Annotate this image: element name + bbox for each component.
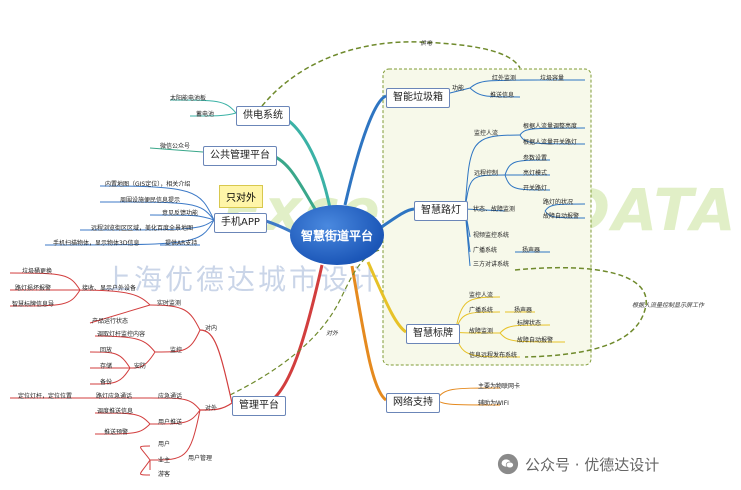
lamp-switch-by-flow: 根据人流量开关路灯 (523, 139, 578, 146)
solar-panel: 太阳能电池板 (170, 95, 207, 102)
receive-display: 接收、显示户外设备 (82, 285, 137, 292)
leaf-lines-power (169, 99, 237, 117)
power-system-node[interactable]: 供电系统 (236, 106, 290, 126)
lamp-params: 参数设置 (523, 155, 548, 162)
label-ai-control: 根据人流量控制显示屏工作 (632, 302, 705, 309)
user-tourist: 游客 (158, 471, 171, 478)
wechat-account: 微信公众号 (160, 143, 191, 150)
sign-speaker: 扬声器 (514, 307, 533, 314)
relation-power-supply (261, 41, 521, 107)
smart-trash-node[interactable]: 智能垃圾箱 (386, 88, 450, 108)
user-push: 用户推送 (158, 419, 183, 426)
branch-sign (366, 261, 407, 334)
external-label: 对外 (205, 405, 218, 412)
realtime-monitoring: 实时监测 (157, 300, 182, 307)
branch-net (350, 265, 388, 402)
footer-credit: 公众号 · 优德达设计 (497, 453, 659, 475)
mobile-app-node[interactable]: 手机APP (214, 213, 267, 233)
mgmt-lines-2 (149, 304, 201, 353)
network-support-node[interactable]: 网络支持 (386, 393, 440, 413)
app-item-panorama: 远程浏览街区区域，美化百度全景地图 (91, 225, 194, 232)
app-item-ar: 提供AR支持 (165, 240, 198, 247)
leaf-lines-app (44, 185, 215, 246)
sign-publish: 信息远程发布系统 (469, 352, 518, 359)
mgmt-lines-4 (89, 335, 156, 385)
sign-fault: 故障监测 (469, 328, 494, 335)
emergency-call: 应急通话 (158, 393, 183, 400)
smart-lamp-node[interactable]: 智慧路灯 (414, 201, 468, 221)
lamp-speaker: 扬声器 (522, 247, 541, 254)
sign-auto-alarm: 故障自动报警 (517, 337, 554, 344)
wechat-icon (497, 453, 519, 475)
mgmt-lines-3 (9, 272, 151, 324)
footer-text: 公众号 · 优德达设计 (525, 455, 660, 474)
lamp-broadcast: 广播系统 (473, 247, 498, 254)
recv-sign-info: 智慧标牌信息导 (12, 301, 55, 308)
push-warning: 推送预警 (104, 429, 129, 436)
mgmt-lines-1 (199, 329, 233, 411)
app-item-3d: 手机扫描物体，显示物体3D信息 (53, 240, 140, 247)
call-lamp-video: 调取灯杆监控内容 (97, 331, 146, 338)
relation-ai (514, 267, 647, 358)
battery: 蓄电池 (196, 111, 215, 118)
net-iot-card: 主要为物联网卡 (478, 383, 521, 390)
branch-lamp (379, 207, 415, 230)
sign-broadcast: 广播系统 (469, 307, 494, 314)
leaf-lines-trash (441, 79, 585, 98)
management-platform-node[interactable]: 管理平台 (232, 396, 286, 416)
leaf-lines-lamp (464, 134, 521, 267)
central-topic[interactable]: 智慧街道平台 (290, 205, 384, 265)
sign-status: 标牌状态 (517, 320, 542, 327)
lamp-remote: 远程控制 (474, 170, 499, 177)
trash-capacity: 垃圾容量 (540, 75, 565, 82)
lamp-status-fault: 状态、故障监测 (473, 206, 516, 213)
app-item-feedback: 意见反馈功能 (162, 210, 199, 217)
lamp-condition: 路灯的状况 (543, 199, 574, 206)
trash-function: 功能 (452, 85, 465, 92)
internal-label: 对内 (205, 325, 218, 332)
lamp-brightness: 根据人流量调整亮度 (523, 123, 578, 130)
sign-monitor-people: 监控人流 (469, 292, 494, 299)
branch-mgmt (267, 264, 324, 405)
user-management: 用户管理 (188, 455, 213, 462)
lamp-auto-alarm: 故障自动报警 (543, 213, 580, 220)
lamp-switch: 开关路灯 (523, 185, 548, 192)
recv-lamp-alarm: 路灯损坏报警 (15, 285, 52, 292)
branch-trash (343, 94, 387, 206)
relation-external (229, 249, 381, 396)
lamp-light-mode: 亮灯模式 (523, 170, 548, 177)
locate-lamp: 定位灯杆，定位位置 (18, 393, 73, 400)
lamp-emergency-call: 路灯应急通话 (96, 393, 133, 400)
smart-sign-node[interactable]: 智慧标牌 (406, 324, 460, 344)
net-wifi: 辅助为WIFI (478, 400, 509, 407)
external-only-tag: 只对外 (219, 185, 263, 208)
sec-backup: 备份 (100, 379, 113, 386)
user-label: 用户 (158, 441, 171, 448)
leaf-lines-lamp-2 (504, 127, 586, 253)
product-status: 产品运行状态 (92, 318, 129, 325)
user-owner: 业主 (158, 457, 171, 464)
leaf-lines-sign (454, 296, 566, 358)
lamp-monitor-people: 监控人流 (474, 130, 499, 137)
sec-playback: 回放 (100, 347, 113, 354)
trash-infrared: 红外监测 (492, 75, 517, 82)
public-platform-node[interactable]: 公共管理平台 (203, 146, 277, 166)
label-external: 对外 (326, 330, 339, 337)
label-power-supply: 供电 (420, 40, 433, 47)
app-item-map: 内置地图（GIS定位），相关介绍 (105, 181, 191, 188)
lamp-video: 视频监控系统 (473, 232, 510, 239)
recv-trash-change: 垃圾桶更换 (22, 268, 53, 275)
mgmt-lines-5 (10, 397, 201, 476)
lamp-intercom: 三方对讲系统 (473, 261, 510, 268)
sec-storage: 存储 (100, 363, 113, 370)
security: 安防 (134, 363, 147, 370)
push-dispatch: 调度推送信息 (97, 408, 134, 415)
monitor: 监控 (170, 347, 183, 354)
trash-push: 推送信息 (490, 92, 515, 99)
app-item-facilities: 周围设施便民信息提示 (120, 197, 181, 204)
leaf-lines-public (149, 147, 204, 153)
